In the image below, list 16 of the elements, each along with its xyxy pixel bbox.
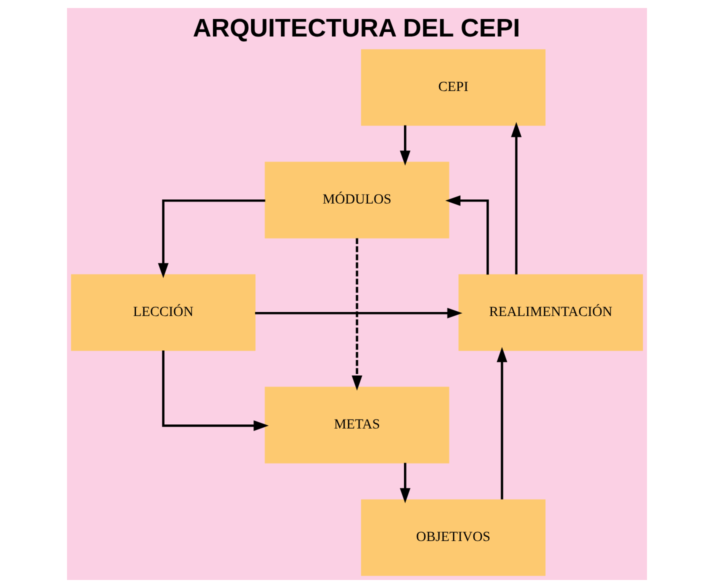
arrow (352, 238, 362, 391)
node-box: CEPI (361, 49, 546, 126)
node-box: METAS (264, 386, 450, 464)
node-box: REALIMENTACIÓN (458, 274, 643, 351)
arrow (400, 462, 410, 504)
node-box: LECCIÓN (71, 274, 256, 351)
node-box: MÓDULOS (264, 162, 450, 238)
arrow (158, 199, 266, 278)
arrow (162, 350, 269, 431)
arrow (400, 125, 410, 166)
diagram-title: ARQUITECTURA DEL CEPI (192, 14, 520, 43)
arrow (511, 122, 522, 274)
arrow (255, 308, 462, 318)
arrow (445, 195, 489, 275)
arrow (496, 347, 508, 500)
node-box: OBJETIVOS (361, 499, 546, 576)
